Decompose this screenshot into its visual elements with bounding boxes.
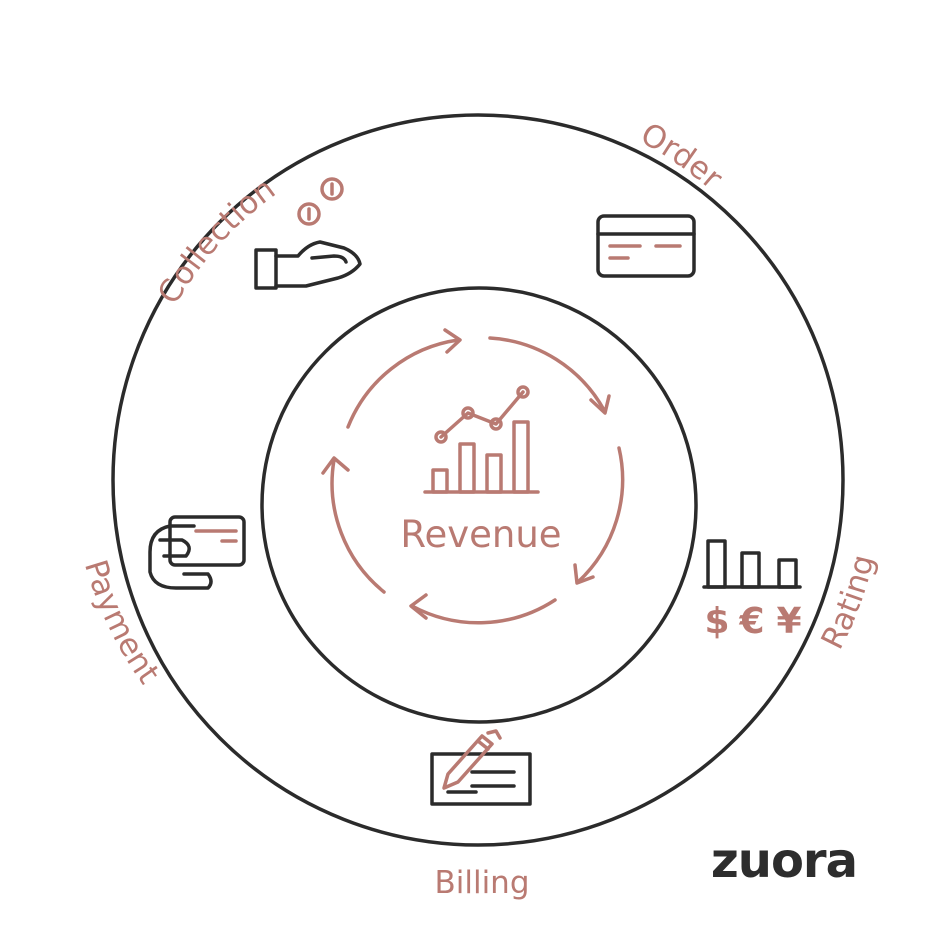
rating-bars-icon	[702, 539, 802, 589]
credit-card-icon	[596, 214, 696, 278]
currency-yen-icon: ¥	[776, 601, 801, 642]
currency-euro-icon: €	[738, 601, 764, 642]
check-pen-icon	[430, 729, 532, 806]
revenue-chart-icon	[423, 385, 540, 494]
stage-label-rating: Rating	[814, 551, 881, 655]
stage-label-billing: Billing	[434, 865, 529, 901]
center-label: Revenue	[400, 513, 561, 556]
hand-coins-icon	[254, 177, 362, 290]
zuora-logo: zuora	[711, 833, 857, 889]
currency-dollar-icon: $	[704, 601, 729, 642]
cycle-arrows	[321, 328, 625, 625]
card-payment-icon	[148, 515, 246, 590]
outer-ring	[111, 113, 845, 847]
inner-ring	[260, 286, 698, 724]
